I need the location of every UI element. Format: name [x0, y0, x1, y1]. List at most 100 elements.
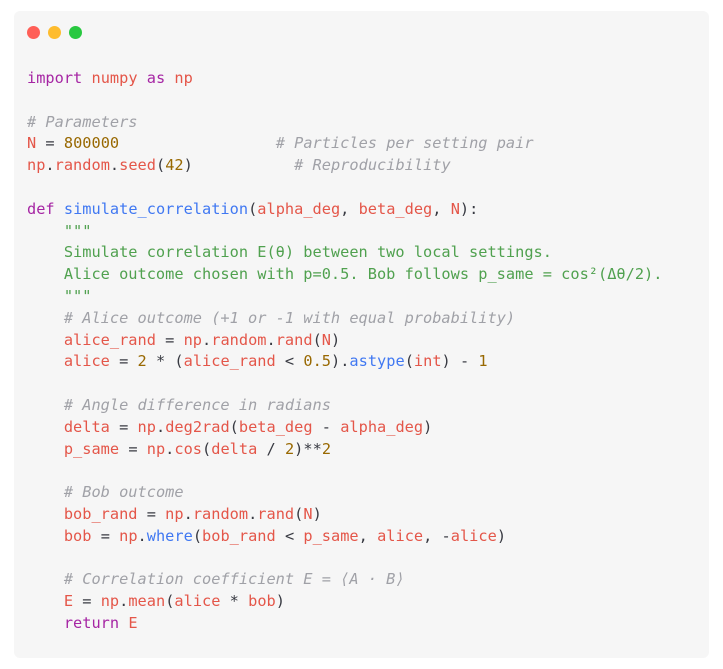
minimize-dot-icon[interactable] [48, 26, 61, 39]
code-token: alpha_deg [340, 417, 424, 436]
code-token: cos [174, 439, 203, 458]
code-token [193, 156, 294, 174]
code-token [27, 331, 64, 349]
code-token: np [146, 439, 166, 458]
code-token: . [155, 417, 166, 436]
code-token: ( [202, 439, 212, 458]
code-token: , [358, 526, 378, 545]
code-token: # Alice outcome (+1 or -1 with equal pro… [63, 308, 516, 327]
code-token: ) [423, 417, 433, 436]
code-token: = [73, 592, 101, 611]
code-token: . [248, 504, 258, 523]
code-token: < [275, 526, 304, 545]
code-token [27, 505, 64, 523]
code-token: int [413, 352, 442, 371]
window-controls [27, 26, 82, 40]
code-token [27, 614, 64, 632]
code-token: # Correlation coefficient E = ⟨A · B⟩ [63, 570, 405, 589]
code-token: E [63, 592, 74, 611]
code-token: ( [229, 417, 239, 436]
code-token: seed [119, 156, 156, 175]
code-token [27, 592, 64, 610]
close-dot-icon[interactable] [27, 26, 40, 39]
code-token: np [165, 504, 184, 523]
code-token [138, 69, 147, 87]
code-line: Simulate correlation E(θ) between two lo… [27, 242, 662, 264]
code-token: bob_rand [63, 504, 138, 523]
code-token: # Parameters [27, 112, 138, 131]
code-token [55, 200, 64, 218]
maximize-dot-icon[interactable] [69, 26, 82, 39]
code-token: 2 [284, 439, 295, 458]
code-line: # Angle difference in radians [27, 395, 662, 417]
code-line: def simulate_correlation(alpha_deg, beta… [27, 199, 662, 221]
code-line: p_same = np.cos(delta / 2)**2 [27, 439, 662, 461]
code-line: ​ [27, 373, 662, 395]
code-token: random [54, 156, 110, 175]
code-token: random [192, 504, 249, 523]
code-token [119, 614, 128, 632]
code-token: N [27, 134, 37, 153]
code-token: N [450, 199, 460, 218]
code-token: . [137, 526, 147, 545]
code-token: def [27, 199, 55, 218]
code-line: alice = 2 * (alice_rand < 0.5).astype(in… [27, 351, 662, 373]
code-line: ​ [27, 548, 662, 570]
code-token: astype [349, 352, 405, 371]
code-line: """ [27, 286, 662, 308]
code-token: * ( [146, 352, 184, 371]
code-token: = [109, 417, 138, 436]
code-line: # Bob outcome [27, 482, 662, 504]
code-token: np [183, 330, 203, 349]
code-token [27, 440, 64, 458]
code-token: simulate_correlation [63, 199, 249, 218]
code-token: import [27, 69, 83, 87]
code-line: alice_rand = np.random.rand(N) [27, 330, 662, 352]
code-token: np [137, 417, 156, 436]
code-token: p_same [303, 526, 359, 545]
code-token: rand [275, 330, 313, 349]
code-token: . [45, 156, 55, 175]
code-token: ). [331, 352, 350, 371]
code-token: < [275, 352, 304, 371]
code-token: * [220, 592, 249, 611]
code-token: . [109, 156, 120, 175]
code-token: , [432, 199, 451, 218]
code-token: Simulate correlation E(θ) between two lo… [27, 243, 552, 262]
code-line: return E [27, 613, 662, 635]
code-token: . [202, 330, 212, 349]
code-token: ): [459, 199, 479, 218]
code-token [27, 418, 64, 436]
code-line: delta = np.deg2rad(beta_deg - alpha_deg) [27, 417, 662, 439]
code-token: 2 [137, 352, 147, 371]
code-line: N = 800000 # Particles per setting pair [27, 133, 662, 155]
code-line: E = np.mean(alice * bob) [27, 591, 662, 613]
code-token: = [109, 352, 138, 371]
code-token: = [155, 330, 184, 349]
code-token: alice_rand [183, 352, 276, 371]
code-token: = [36, 134, 64, 153]
code-token: np [27, 156, 46, 175]
code-token: np [174, 69, 193, 87]
code-token: beta_deg [358, 199, 433, 218]
code-token: alice_rand [63, 330, 156, 349]
code-token: return [63, 613, 120, 632]
code-token: random [211, 330, 267, 349]
code-token: ( [155, 156, 166, 175]
code-token: mean [128, 592, 166, 611]
code-token: = [91, 526, 120, 545]
code-token: ) [496, 526, 507, 545]
code-token: # Particles per setting pair [275, 134, 534, 153]
code-token: # Angle difference in radians [63, 395, 331, 414]
code-token: / [257, 439, 285, 458]
code-token: Alice outcome chosen with p=0.5. Bob fol… [27, 265, 663, 284]
code-line: # Alice outcome (+1 or -1 with equal pro… [27, 308, 662, 330]
code-token: ) [312, 504, 322, 523]
code-token [27, 527, 64, 545]
code-token: """ [27, 221, 92, 240]
code-line: # Correlation coefficient E = ⟨A · B⟩ [27, 569, 662, 591]
code-token: # Reproducibility [294, 156, 451, 175]
code-token: delta [211, 439, 258, 458]
code-line: ​ [27, 460, 662, 482]
